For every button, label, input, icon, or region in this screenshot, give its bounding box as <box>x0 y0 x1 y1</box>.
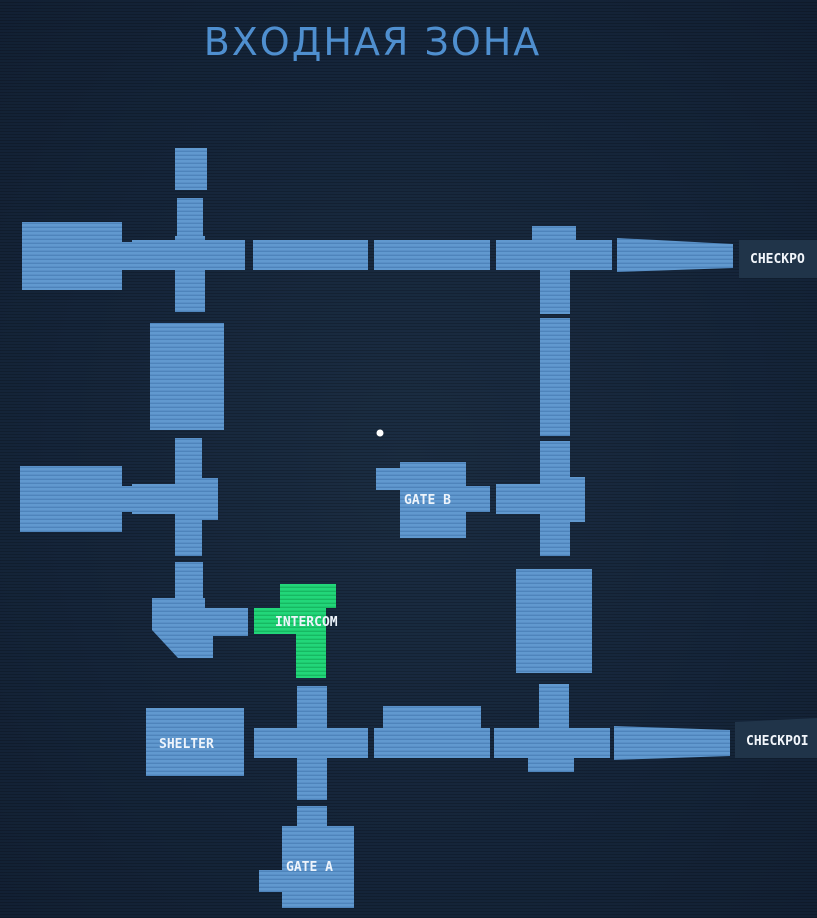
intercom-label: INTERCOM <box>275 615 338 630</box>
junction-bottom-right[interactable] <box>494 728 610 772</box>
room-intercom[interactable] <box>254 584 336 678</box>
checkpoint-top-tag[interactable] <box>739 240 817 278</box>
junction-right-mid[interactable] <box>496 441 585 556</box>
room-west-mid[interactable] <box>20 466 122 532</box>
room-shelter[interactable] <box>146 708 244 776</box>
shelter-label: SHELTER <box>159 737 214 752</box>
player-marker <box>376 429 384 437</box>
map-title: ВХОДНАЯ ЗОНА <box>203 20 542 64</box>
corridor-to-checkpoint-top[interactable] <box>617 238 733 272</box>
corridor-top-1[interactable] <box>253 240 368 270</box>
corridor-right-vertical-2[interactable] <box>539 684 569 728</box>
junction-top-left[interactable] <box>132 236 245 312</box>
room-left-lower[interactable] <box>152 598 248 658</box>
corridor-gate-a-stub[interactable] <box>297 806 327 826</box>
corridor-left-vertical-1[interactable] <box>175 438 202 476</box>
junction-top-right[interactable] <box>496 226 612 314</box>
corridor-west-top-stub[interactable] <box>120 242 132 270</box>
room-gate-a[interactable] <box>259 826 354 908</box>
corridor-west-mid-stub[interactable] <box>120 486 132 512</box>
junction-left-mid[interactable] <box>132 476 218 556</box>
checkpoint-bottom-tag[interactable] <box>735 718 817 758</box>
checkpoint-top-label: CHECKPO <box>750 252 805 267</box>
gate-b-label: GATE B <box>404 493 451 508</box>
corridor-top-2[interactable] <box>374 240 490 270</box>
room-gate-b[interactable] <box>376 462 490 538</box>
room-left-large[interactable] <box>150 323 224 430</box>
corridor-right-vertical-1[interactable] <box>540 318 570 436</box>
checkpoint-bottom-label: CHECKPOI <box>746 734 809 749</box>
room-right-large[interactable] <box>516 569 592 673</box>
corridor-left-vertical-2[interactable] <box>175 562 203 598</box>
room-west-top[interactable] <box>22 222 122 290</box>
corridor-to-checkpoint-bottom[interactable] <box>614 726 730 760</box>
gate-a-label: GATE A <box>286 860 333 875</box>
junction-bottom-left[interactable] <box>254 686 368 800</box>
corridor-bottom-1[interactable] <box>374 706 490 758</box>
room-top-stub[interactable] <box>175 148 207 190</box>
corridor-top-left-vertical[interactable] <box>177 198 203 236</box>
